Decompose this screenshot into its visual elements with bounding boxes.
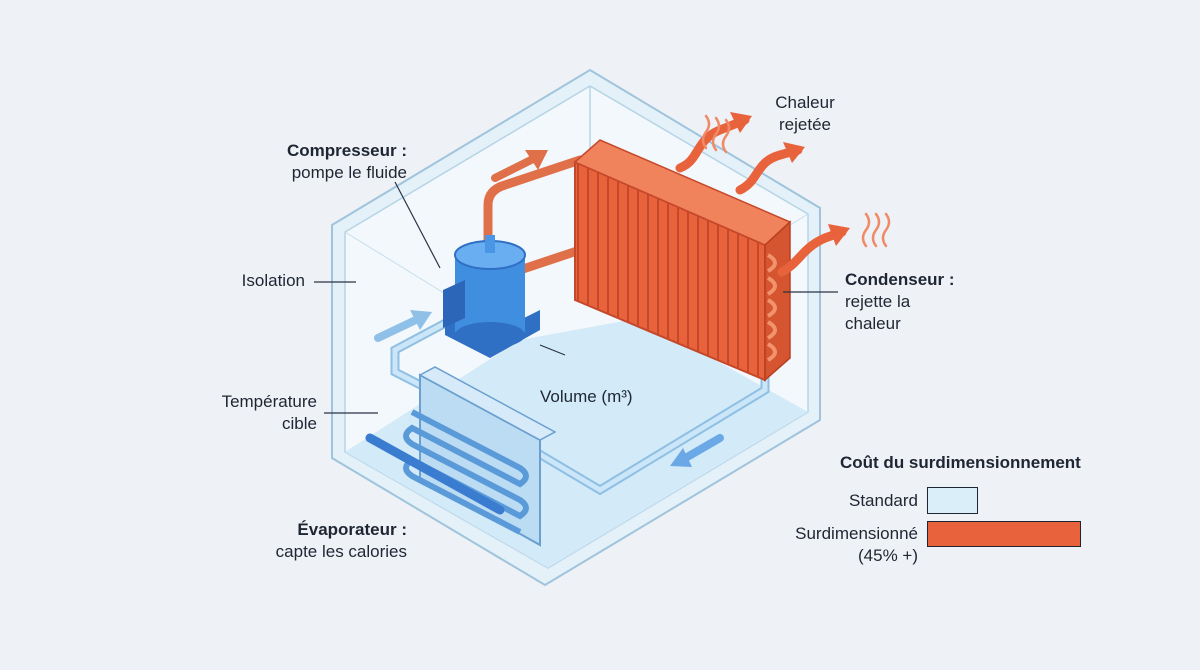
cold-flow-arrow-up-icon — [374, 310, 432, 342]
standard-label: Standard — [849, 491, 918, 510]
condenser — [573, 139, 792, 382]
compressor-title: Compresseur : — [287, 141, 407, 160]
compressor-label: Compresseur : pompe le fluide — [200, 140, 407, 184]
volume-label: Volume (m³) — [540, 387, 633, 406]
heat-rejected-label: Chaleur rejetée — [755, 92, 855, 136]
compressor — [443, 235, 540, 358]
hot-flow-arrow-icon — [491, 150, 548, 182]
oversized-cost-bar — [927, 521, 1081, 547]
oversized-label-line2: (45% +) — [858, 546, 918, 565]
condenser-desc-line1: rejette la — [845, 292, 911, 311]
heat-rejected-line2: rejetée — [779, 115, 831, 134]
heat-rejection — [675, 112, 891, 277]
oversized-label-line1: Surdimensionné — [795, 524, 918, 543]
target-temperature-line1: Température — [221, 392, 317, 411]
hot-pipe — [483, 155, 585, 275]
heat-rejected-line1: Chaleur — [775, 93, 835, 112]
target-temperature-line2: cible — [282, 414, 317, 433]
evaporator-desc: capte les calories — [275, 542, 407, 561]
target-temperature-label: Température cible — [180, 391, 317, 435]
evaporator-title: Évaporateur : — [297, 520, 407, 539]
evaporator-label: Évaporateur : capte les calories — [230, 519, 407, 563]
evaporator — [365, 366, 557, 547]
condenser-label: Condenseur : rejette la chaleur — [845, 269, 955, 335]
cost-legend-title: Coût du surdimensionnement — [840, 453, 1081, 472]
compressor-desc: pompe le fluide — [291, 163, 407, 182]
standard-cost-bar — [927, 487, 979, 514]
oversized-label: Surdimensionné (45% +) — [750, 523, 918, 567]
flow-arrows — [374, 150, 724, 467]
condenser-desc-line2: chaleur — [845, 314, 901, 333]
condenser-title: Condenseur : — [845, 270, 955, 289]
cold-flow-arrow-down-icon — [670, 434, 724, 467]
insulation-label: Isolation — [241, 271, 305, 290]
leader-lines — [314, 181, 838, 414]
